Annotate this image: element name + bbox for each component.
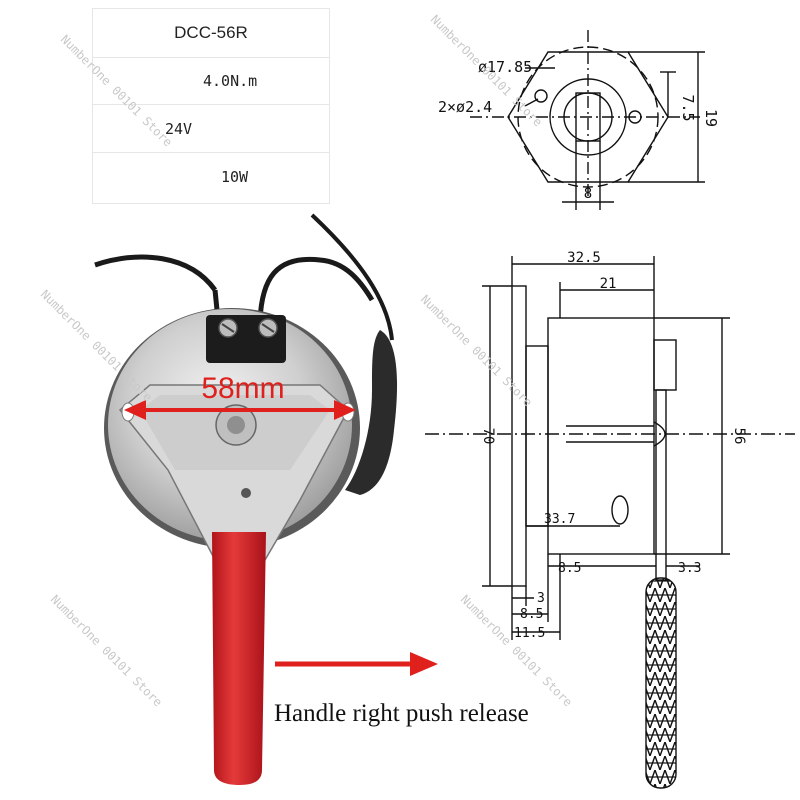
- left-gap-label: 8.5: [558, 561, 581, 576]
- measure-label: 58mm: [201, 372, 284, 405]
- offset-label: 33.7: [544, 512, 575, 527]
- terminal-box: [653, 339, 677, 391]
- watermark-5: NumberOne 00101 Store: [48, 592, 165, 709]
- lever-arm: [655, 389, 667, 581]
- watermark-1: NumberOne 00101 Store: [58, 32, 175, 149]
- spec-voltage: 24V: [165, 119, 193, 138]
- wire-left: [94, 254, 218, 292]
- mount-hole-1: [534, 89, 548, 103]
- spec-model-row: DCC-56R: [93, 9, 329, 58]
- stack-label-3: 11.5: [514, 626, 545, 641]
- side-drawing: [425, 256, 795, 789]
- spec-voltage-row: 24V: [93, 105, 329, 153]
- spec-table: DCC-56R 4.0N.m 24V 10W: [92, 8, 330, 204]
- flange-height-label: 70: [480, 428, 496, 445]
- holes-label: 2×ø2.4: [438, 98, 492, 116]
- spec-torque-row: 4.0N.m: [93, 57, 329, 105]
- knurled-handle: [645, 577, 677, 789]
- caption: Handle right push release: [274, 700, 529, 727]
- wire-right: [257, 256, 375, 321]
- flange: [511, 285, 527, 587]
- top-drawing: [470, 30, 705, 210]
- spec-power: 10W: [221, 168, 249, 186]
- overall-length-label: 32.5: [567, 250, 601, 266]
- right-gap-label: 3.3: [678, 561, 701, 576]
- heat-shrink-sleeve: [345, 330, 398, 495]
- body-length-label: 21: [600, 276, 617, 292]
- spec-torque: 4.0N.m: [203, 71, 258, 90]
- wire-top: [310, 213, 394, 341]
- height-label: 19: [702, 109, 720, 127]
- hub: [525, 345, 549, 527]
- side-hole: [611, 495, 629, 525]
- stack-label-1: 3: [537, 591, 545, 606]
- measure-arrow-left: [124, 400, 146, 420]
- watermark-3: NumberOne 00101 Store: [38, 287, 155, 404]
- spec-power-row: 10W: [93, 153, 329, 201]
- brake-photo: 58mm: [94, 213, 398, 785]
- diameter-label: ø17.85: [478, 58, 532, 76]
- red-handle: [212, 532, 266, 785]
- width-label: 8: [584, 186, 592, 202]
- watermark-4: NumberOne 00101 Store: [418, 292, 535, 409]
- stack-label-2: 8.5: [520, 607, 543, 622]
- push-arrow-head: [410, 652, 438, 676]
- spec-model: DCC-56R: [174, 23, 248, 42]
- lever-rivet: [241, 488, 251, 498]
- half-height-label: 7.5: [679, 94, 697, 121]
- watermark-6: NumberOne 00101 Store: [458, 592, 575, 709]
- body-height-label: 56: [731, 428, 747, 445]
- motor-body: [547, 317, 655, 555]
- measure-arrow-right: [334, 400, 356, 420]
